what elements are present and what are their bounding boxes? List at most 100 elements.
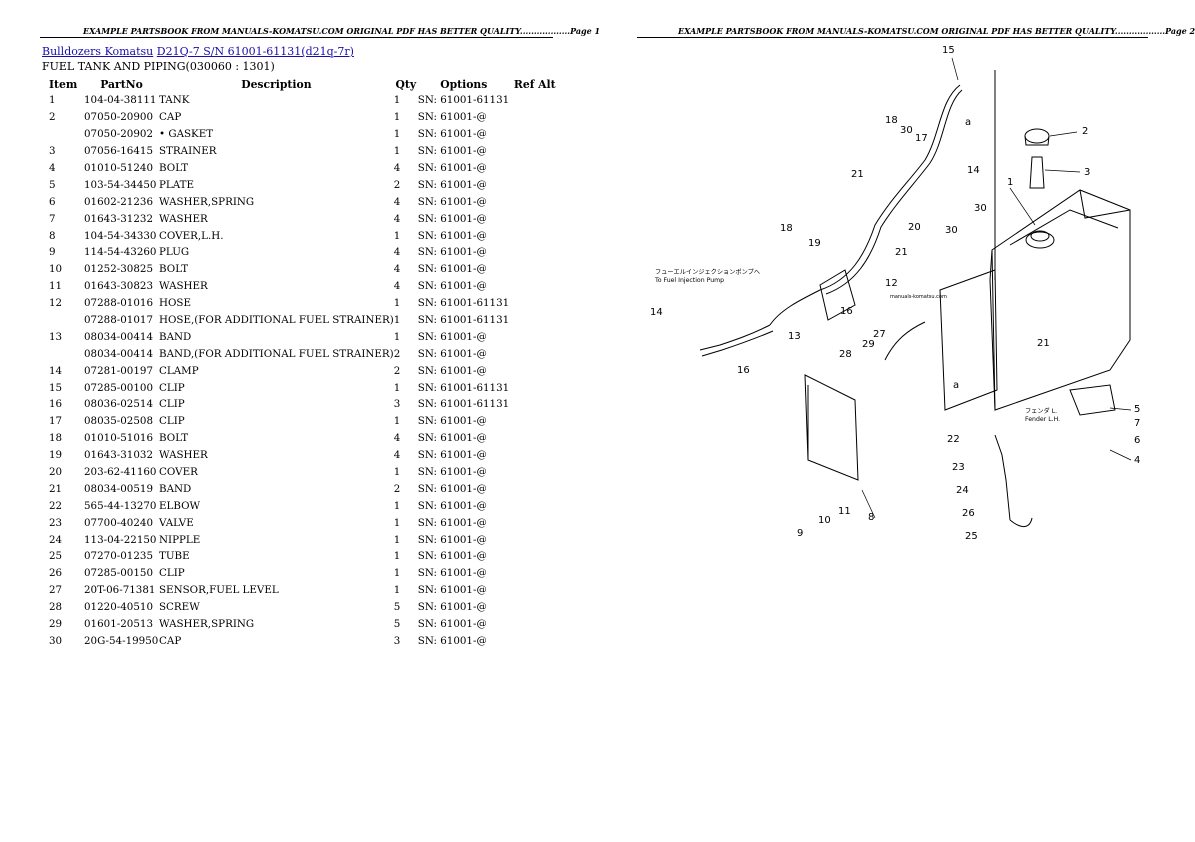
cap-part bbox=[1024, 128, 1050, 144]
qty-cell: 1 bbox=[393, 516, 401, 529]
options-cell: SN: 61001-@ bbox=[417, 533, 487, 546]
partno-cell: 114-54-43260 bbox=[84, 246, 157, 259]
options-cell: SN: 61001-@ bbox=[417, 178, 487, 191]
qty-cell: 4 bbox=[393, 246, 401, 259]
partno-cell: 01643-31032 bbox=[84, 449, 153, 462]
description-cell: CLIP bbox=[159, 381, 185, 394]
options-cell: SN: 61001-61131 bbox=[417, 297, 510, 310]
options-cell: SN: 61001-61131 bbox=[417, 94, 510, 107]
svg-text:a: a bbox=[953, 380, 959, 391]
partno-cell: 07285-00150 bbox=[84, 567, 153, 580]
svg-text:26: 26 bbox=[962, 508, 975, 519]
svg-text:10: 10 bbox=[818, 515, 831, 526]
description-cell: HOSE,(FOR ADDITIONAL FUEL STRAINER) bbox=[159, 314, 394, 327]
partno-cell: 565-44-13270 bbox=[84, 499, 157, 512]
qty-cell: 1 bbox=[393, 94, 401, 107]
ref-alt-cell bbox=[510, 210, 560, 227]
svg-text:2: 2 bbox=[1082, 126, 1088, 137]
ref-alt-cell bbox=[510, 92, 560, 109]
item-cell: 8 bbox=[49, 229, 56, 242]
qty-cell: 3 bbox=[393, 634, 401, 647]
ref-alt-cell bbox=[510, 109, 560, 126]
options-cell: SN: 61001-61131 bbox=[417, 314, 510, 327]
svg-text:フェンダ L.: フェンダ L. bbox=[1025, 407, 1057, 415]
svg-text:a: a bbox=[965, 117, 971, 128]
svg-text:15: 15 bbox=[942, 45, 955, 56]
options-cell: SN: 61001-@ bbox=[417, 499, 487, 512]
svg-text:18: 18 bbox=[885, 115, 898, 126]
ref-alt-cell bbox=[510, 531, 560, 548]
description-cell: WASHER,SPRING bbox=[159, 195, 255, 208]
item-cell: 20 bbox=[49, 466, 63, 479]
ref-alt-cell bbox=[510, 278, 560, 295]
breadcrumb-link-model[interactable]: D21Q-7 S/N 61001-61131(d21q-7r) bbox=[156, 45, 354, 58]
ref-alt-cell bbox=[510, 396, 560, 413]
page-header-left: EXAMPLE PARTSBOOK FROM MANUALS-KOMATSU.C… bbox=[83, 26, 601, 36]
ref-alt-cell bbox=[510, 582, 560, 599]
ref-alt-cell bbox=[510, 295, 560, 312]
qty-cell: 1 bbox=[393, 550, 401, 563]
description-cell: WASHER bbox=[159, 212, 208, 225]
partno-cell: 01643-31232 bbox=[84, 212, 153, 225]
svg-text:To Fuel Injection Pump: To Fuel Injection Pump bbox=[654, 277, 724, 284]
description-cell: WASHER bbox=[159, 449, 208, 462]
options-cell: SN: 61001-@ bbox=[417, 482, 487, 495]
ref-alt-cell bbox=[510, 143, 560, 160]
svg-text:30: 30 bbox=[900, 125, 913, 136]
options-cell: SN: 61001-@ bbox=[417, 128, 487, 141]
description-cell: CLAMP bbox=[159, 364, 199, 377]
description-cell: WASHER,SPRING bbox=[159, 618, 255, 631]
svg-text:30: 30 bbox=[945, 225, 958, 236]
svg-text:フューエルインジェクションポンプへ: フューエルインジェクションポンプへ bbox=[655, 268, 760, 276]
qty-cell: 2 bbox=[393, 482, 401, 495]
description-cell: TANK bbox=[159, 94, 190, 107]
ref-alt-cell bbox=[510, 193, 560, 210]
item-cell: 7 bbox=[49, 212, 56, 225]
partno-cell: 104-54-34330 bbox=[84, 229, 157, 242]
svg-text:6: 6 bbox=[1134, 435, 1140, 446]
options-cell: SN: 61001-@ bbox=[417, 212, 487, 225]
breadcrumb-link-bulldozers[interactable]: Bulldozers Komatsu bbox=[42, 45, 154, 58]
partno-cell: 01010-51240 bbox=[84, 162, 153, 174]
partno-cell: 01252-30825 bbox=[84, 263, 153, 276]
ref-alt-cell bbox=[510, 413, 560, 430]
description-cell: PLUG bbox=[159, 246, 190, 259]
partno-cell: 20T-06-71381 bbox=[84, 584, 156, 597]
ref-alt-cell bbox=[510, 160, 560, 177]
item-cell: 10 bbox=[49, 263, 63, 276]
options-cell: SN: 61001-@ bbox=[417, 618, 487, 631]
options-cell: SN: 61001-@ bbox=[417, 145, 487, 158]
partno-cell: 07700-40240 bbox=[84, 516, 153, 529]
item-cell: 4 bbox=[49, 162, 56, 174]
svg-text:Fender L.H.: Fender L.H. bbox=[1025, 416, 1060, 423]
options-cell: SN: 61001-@ bbox=[417, 550, 487, 563]
item-cell: 29 bbox=[49, 618, 63, 631]
item-cell: 5 bbox=[49, 178, 56, 191]
qty-cell: 4 bbox=[393, 195, 401, 208]
qty-cell: 1 bbox=[393, 314, 401, 327]
item-cell: 25 bbox=[49, 550, 63, 563]
parts-table: Item PartNo Description Qty Options Ref … bbox=[43, 76, 560, 649]
ref-alt-cell bbox=[510, 447, 560, 464]
description-cell: BAND,(FOR ADDITIONAL FUEL STRAINER) bbox=[159, 347, 394, 360]
description-cell: CLIP bbox=[159, 567, 185, 580]
fuel-hose bbox=[769, 84, 961, 326]
breadcrumb: Bulldozers Komatsu D21Q-7 S/N 61001-6113… bbox=[42, 45, 354, 58]
description-cell: ELBOW bbox=[159, 499, 201, 512]
qty-cell: 4 bbox=[393, 449, 401, 462]
description-cell: HOSE bbox=[159, 297, 191, 310]
description-cell: CLIP bbox=[159, 398, 185, 411]
options-cell: SN: 61001-@ bbox=[417, 246, 487, 259]
item-cell: 24 bbox=[49, 533, 63, 546]
options-cell: SN: 61001-@ bbox=[417, 111, 487, 124]
qty-cell: 1 bbox=[393, 533, 401, 546]
column-header-ref-alt: Ref Alt bbox=[513, 77, 556, 91]
